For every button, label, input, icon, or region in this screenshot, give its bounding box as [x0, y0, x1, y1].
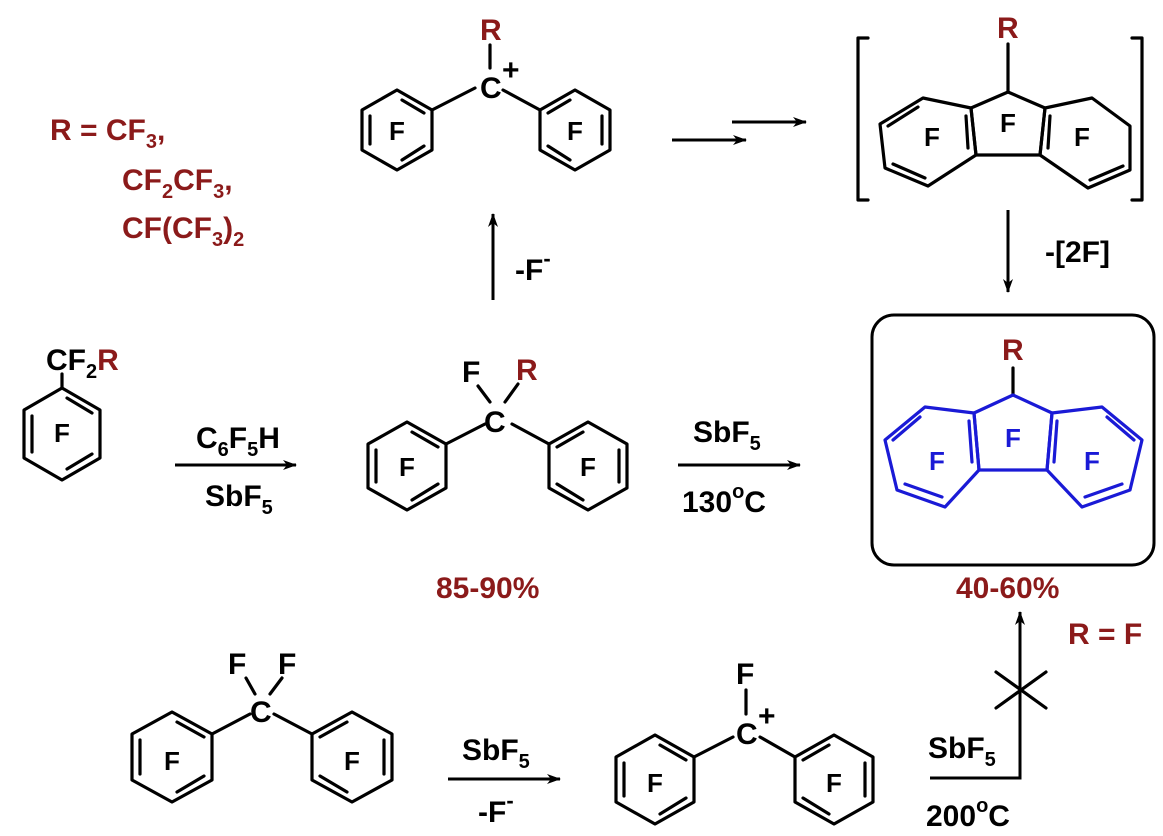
- svg-text:F: F: [580, 452, 596, 482]
- step1-conditions: C6F5H SbF5: [175, 422, 297, 519]
- svg-text:CF(CF3)2: CF(CF3)2: [122, 212, 244, 251]
- yield-fluorene: 40-60%: [956, 572, 1059, 605]
- bracketed-intermediate: F F F R: [856, 12, 1144, 202]
- svg-text:F: F: [389, 116, 405, 146]
- svg-text:C: C: [480, 72, 502, 105]
- step4-blocked: SbF5 200oC R = F: [926, 611, 1142, 833]
- diaryl-fluoro-r: F F C F R: [366, 354, 629, 512]
- step2-conditions: SbF5 130oC: [678, 416, 801, 519]
- svg-text:R: R: [997, 12, 1019, 45]
- svg-text:-F-: -F-: [515, 246, 551, 287]
- svg-text:C: C: [736, 718, 758, 751]
- svg-text:F: F: [567, 116, 583, 146]
- svg-text:+: +: [758, 700, 776, 733]
- svg-text:F: F: [164, 746, 180, 776]
- equilibrium-arrows: [672, 117, 807, 145]
- svg-text:C: C: [484, 406, 506, 439]
- starting-aryl-cf2r: F CF2R: [22, 344, 119, 482]
- svg-text:SbF5: SbF5: [205, 480, 273, 519]
- r-definition: R = CF3, CF2CF3, CF(CF3)2: [50, 114, 244, 251]
- diaryl-fluorocarbocation: F F C + F: [614, 658, 875, 826]
- svg-text:F: F: [1005, 423, 1021, 453]
- svg-text:R: R: [516, 354, 538, 387]
- svg-text:F: F: [647, 768, 663, 798]
- svg-text:R: R: [480, 14, 502, 47]
- svg-text:F: F: [736, 658, 754, 691]
- svg-text:-[2F]: -[2F]: [1045, 236, 1110, 269]
- svg-text:SbF5: SbF5: [462, 734, 530, 773]
- svg-text:F: F: [826, 768, 842, 798]
- svg-text:F: F: [1084, 446, 1100, 476]
- fluorene-product: R F F F: [870, 313, 1156, 567]
- svg-text:200oC: 200oC: [926, 795, 1010, 833]
- defluorination-step: -[2F]: [1003, 210, 1110, 293]
- svg-text:F: F: [228, 648, 246, 681]
- step3-conditions: SbF5 -F-: [448, 734, 561, 829]
- svg-text:F: F: [344, 746, 360, 776]
- svg-text:SbF5: SbF5: [928, 732, 996, 771]
- svg-text:+: +: [502, 54, 520, 87]
- diaryl-carbocation-r: F F C + R: [360, 14, 612, 172]
- svg-text:C6F5H: C6F5H: [196, 422, 280, 461]
- svg-text:F: F: [1000, 108, 1016, 138]
- svg-text:R = CF3,: R = CF3,: [50, 114, 165, 153]
- yield-diarylmethane: 85-90%: [436, 572, 539, 605]
- svg-text:R: R: [1002, 334, 1024, 367]
- svg-text:F: F: [924, 122, 940, 152]
- svg-text:F: F: [462, 356, 480, 389]
- diaryl-difluoromethane: F F C F F: [130, 648, 394, 804]
- svg-text:C: C: [250, 696, 272, 729]
- svg-text:-F-: -F-: [478, 788, 514, 829]
- svg-text:CF2CF3,: CF2CF3,: [122, 164, 233, 203]
- svg-text:R = F: R = F: [1068, 618, 1142, 651]
- svg-text:F: F: [1074, 122, 1090, 152]
- ionization-step: -F-: [488, 213, 551, 300]
- svg-text:F: F: [929, 446, 945, 476]
- svg-text:130oC: 130oC: [682, 481, 766, 519]
- svg-text:F: F: [54, 418, 70, 448]
- svg-text:CF2R: CF2R: [46, 344, 119, 383]
- svg-text:SbF5: SbF5: [693, 416, 761, 455]
- svg-text:F: F: [278, 648, 296, 681]
- svg-text:F: F: [399, 452, 415, 482]
